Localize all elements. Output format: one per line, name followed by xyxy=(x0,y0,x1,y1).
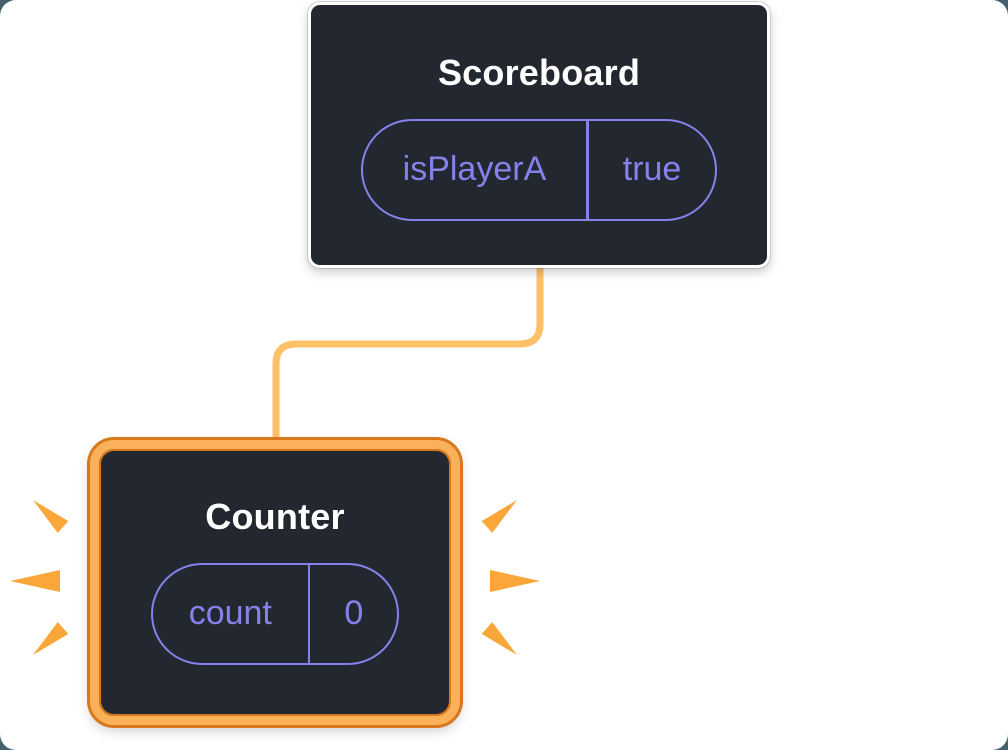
pill-divider xyxy=(307,564,311,663)
state-name: count xyxy=(188,594,272,633)
burst-ray-icon xyxy=(490,570,540,592)
scoreboard-title: Scoreboard xyxy=(437,52,641,93)
rerender-burst-left xyxy=(10,500,69,655)
state-name: isPlayerA xyxy=(402,150,547,189)
counter-title: Counter xyxy=(205,496,345,537)
scoreboard-state-pill: isPlayerA true xyxy=(360,118,718,221)
burst-ray-icon xyxy=(33,500,69,533)
state-value: true xyxy=(622,150,682,189)
burst-ray-icon xyxy=(10,570,60,592)
scoreboard-component-box: Scoreboard isPlayerA true xyxy=(308,2,770,268)
pill-divider xyxy=(586,120,589,219)
burst-ray-icon xyxy=(33,622,69,655)
counter-component-box: Counter count 0 xyxy=(90,440,460,725)
rerender-burst-right xyxy=(481,500,540,655)
parent-child-connector xyxy=(272,260,544,448)
state-value: 0 xyxy=(344,594,364,633)
burst-ray-icon xyxy=(481,500,517,533)
burst-ray-icon xyxy=(481,622,517,655)
counter-state-pill: count 0 xyxy=(150,562,400,665)
